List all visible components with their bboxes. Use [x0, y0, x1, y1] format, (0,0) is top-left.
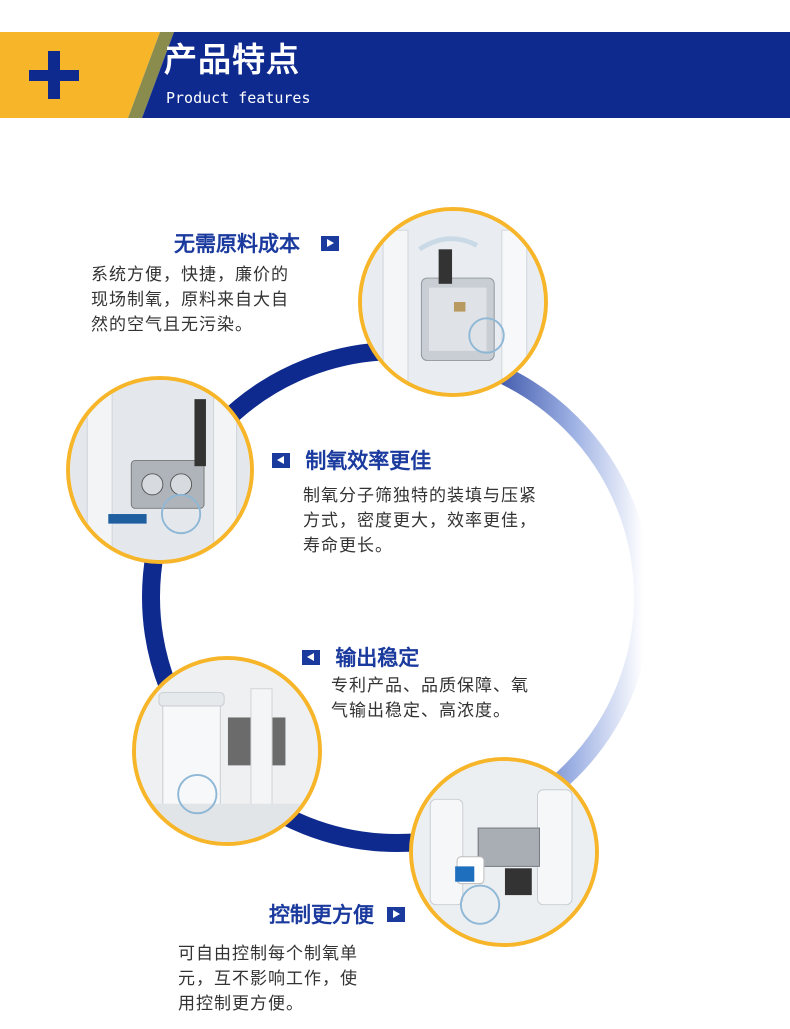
feature-title-oxygen-efficiency: 制氧效率更佳 — [272, 448, 431, 474]
feature-desc-easier-control: 可自由控制每个制氧单 元，互不影响工作，使 用控制更方便。 — [178, 942, 358, 1017]
feature-desc-stable-output: 专利产品、品质保障、氧 气输出稳定、高浓度。 — [331, 674, 529, 724]
valve-block-illustration — [70, 380, 250, 560]
page-title: 产品特点 — [164, 40, 300, 79]
product-photo-control-unit — [409, 757, 599, 947]
feature-title-no-material-cost: 无需原料成本 — [174, 231, 340, 257]
feature-desc-oxygen-efficiency: 制氧分子筛独特的装填与压紧 方式，密度更大，效率更佳， 寿命更长。 — [303, 484, 537, 559]
feature-desc-line: 寿命更长。 — [303, 536, 393, 556]
feature-desc-line: 可自由控制每个制氧单 — [178, 944, 358, 964]
product-photo-valve-block — [66, 376, 254, 564]
arrow-right-icon — [321, 235, 340, 251]
feature-desc-line: 方式，密度更大，效率更佳， — [303, 511, 537, 531]
product-photo-compressor — [358, 207, 548, 397]
control-unit-illustration — [413, 761, 595, 943]
feature-title-text: 输出稳定 — [335, 646, 420, 670]
feature-desc-line: 现场制氧，原料来自大自 — [91, 290, 289, 310]
feature-title-stable-output: 输出稳定 — [302, 645, 419, 671]
page-subtitle: Product features — [166, 89, 311, 107]
feature-desc-line: 然的空气且无污染。 — [91, 315, 253, 335]
feature-desc-line: 元，互不影响工作，使 — [178, 969, 358, 989]
feature-desc-line: 系统方便，快捷，廉价的 — [91, 265, 289, 285]
feature-desc-line: 专利产品、品质保障、氧 — [331, 676, 529, 696]
compressor-illustration — [362, 211, 544, 393]
banner-background — [0, 32, 790, 118]
plus-icon — [29, 51, 79, 99]
feature-desc-line: 制氧分子筛独特的装填与压紧 — [303, 486, 537, 506]
output-unit-illustration — [136, 660, 318, 842]
product-photo-output-unit — [132, 656, 322, 846]
feature-title-easier-control: 控制更方便 — [269, 902, 406, 928]
feature-title-text: 制氧效率更佳 — [305, 449, 432, 473]
feature-title-text: 无需原料成本 — [174, 232, 300, 256]
arrow-left-icon — [272, 452, 290, 468]
feature-title-text: 控制更方便 — [269, 903, 374, 927]
header-banner — [0, 32, 790, 118]
feature-desc-no-material-cost: 系统方便，快捷，廉价的 现场制氧，原料来自大自 然的空气且无污染。 — [91, 263, 289, 338]
feature-desc-line: 气输出稳定、高浓度。 — [331, 701, 511, 721]
arrow-left-icon — [302, 649, 320, 665]
feature-desc-line: 用控制更方便。 — [178, 994, 304, 1014]
arrow-right-icon — [387, 906, 406, 922]
